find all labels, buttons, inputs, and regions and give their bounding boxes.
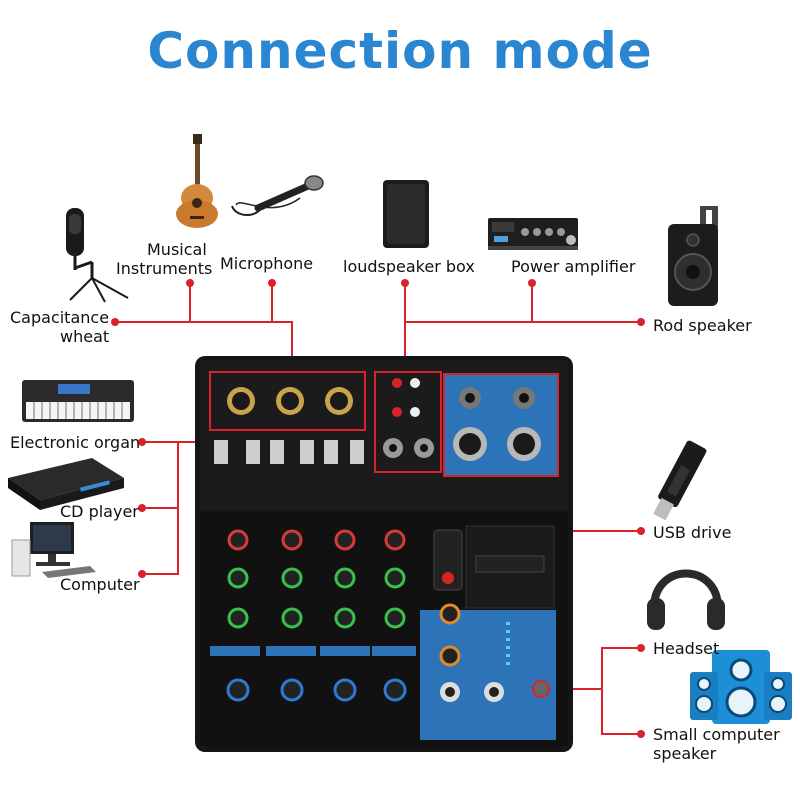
condenser-mic-icon bbox=[66, 208, 129, 303]
computer-icon bbox=[11, 522, 96, 578]
loudspeaker-box-icon bbox=[383, 180, 429, 248]
speaker-system-icon bbox=[690, 650, 792, 724]
label-capacitance-line1: Capacitance bbox=[10, 308, 110, 327]
dot-computer bbox=[138, 570, 146, 578]
dot-headset bbox=[637, 644, 645, 652]
line-left-bus bbox=[142, 442, 179, 575]
line-headset bbox=[601, 647, 641, 735]
xlr-input-3 bbox=[325, 387, 353, 415]
label-rod-speaker: Rod speaker bbox=[653, 316, 752, 335]
xlr-input-1 bbox=[227, 387, 255, 415]
channel-2 bbox=[266, 529, 316, 702]
level-meter bbox=[506, 622, 510, 665]
dot-power-amp bbox=[528, 279, 536, 287]
label-headset: Headset bbox=[653, 639, 720, 658]
label-usb-drive: USB drive bbox=[653, 523, 732, 542]
line-top-bus bbox=[115, 321, 293, 368]
channel-strips bbox=[210, 529, 416, 702]
connector-lines bbox=[115, 283, 641, 735]
page-title: Connection mode bbox=[147, 22, 653, 80]
label-cd-player: CD player bbox=[60, 502, 139, 521]
rca-group bbox=[374, 371, 442, 473]
dot-microphone bbox=[268, 279, 276, 287]
dot-cd bbox=[138, 504, 146, 512]
channel-1 bbox=[210, 529, 260, 702]
keyboard-icon bbox=[22, 380, 134, 422]
xlr-input-2 bbox=[276, 387, 304, 415]
label-loudspeaker-box: loudspeaker box bbox=[343, 257, 475, 276]
dot-rod-speaker bbox=[637, 318, 645, 326]
label-microphone: Microphone bbox=[220, 254, 314, 273]
dot-instruments bbox=[186, 279, 194, 287]
mixer-console bbox=[195, 356, 573, 752]
usb-drive-icon bbox=[653, 440, 707, 521]
microphone-icon bbox=[231, 175, 324, 216]
power-amplifier-icon bbox=[488, 218, 578, 250]
channel-3 bbox=[320, 529, 370, 702]
label-musical-instruments-line1: Musical bbox=[147, 240, 207, 259]
dot-loudspeaker bbox=[401, 279, 409, 287]
label-power-amplifier: Power amplifier bbox=[511, 257, 636, 276]
dot-organ bbox=[138, 438, 146, 446]
label-electronic-organ: Electronic organ bbox=[10, 433, 141, 452]
label-small-computer-speaker-line1: Small computer bbox=[653, 725, 780, 744]
xlr-input-group bbox=[209, 371, 366, 431]
headphones-icon bbox=[647, 569, 725, 630]
label-computer: Computer bbox=[60, 575, 140, 594]
phones-jack bbox=[532, 680, 550, 698]
guitar-icon bbox=[176, 134, 218, 228]
cd-player-icon bbox=[8, 458, 124, 510]
pad-switches bbox=[214, 440, 364, 464]
dot-usb bbox=[637, 527, 645, 535]
label-musical-instruments-line2: Instruments bbox=[116, 259, 213, 278]
dot-small-speaker bbox=[637, 730, 645, 738]
rod-speaker-icon bbox=[668, 206, 718, 306]
line-instruments-mic bbox=[115, 283, 191, 323]
keyboard-keys bbox=[26, 402, 130, 419]
channel-4 bbox=[372, 529, 416, 702]
dot-capacitance bbox=[111, 318, 119, 326]
label-small-computer-speaker-line2: speaker bbox=[653, 744, 717, 763]
label-capacitance-line2: wheat bbox=[60, 327, 110, 346]
master-blue-panel bbox=[420, 610, 556, 740]
connector-dots bbox=[111, 279, 645, 738]
main-output-panel bbox=[443, 373, 559, 477]
